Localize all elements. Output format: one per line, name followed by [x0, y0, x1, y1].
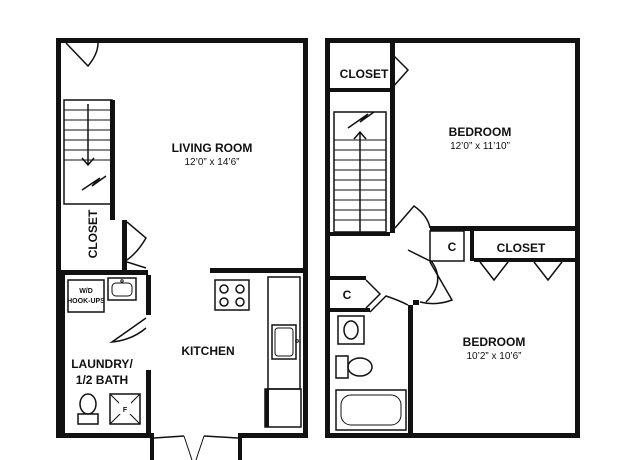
laundry-label-line2: 1/2 BATH: [76, 373, 128, 387]
first-floor-wall-bottom-left: [56, 433, 154, 438]
top-closet-door-icon: [391, 53, 410, 89]
wd-hookup-box: [67, 279, 105, 313]
closet-c2-bottom-wall: [330, 308, 370, 312]
second-floor: CLOSET BEDROOM 12’0” x 11’10” C CLOSET C: [325, 38, 580, 438]
closet-door-icon: [126, 221, 147, 269]
second-floor-wall-right: [575, 38, 580, 438]
living-room-label: LIVING ROOM: [172, 141, 253, 155]
toilet-icon: [77, 393, 99, 425]
front-door-icon: [65, 42, 99, 68]
closet-c1: [429, 230, 465, 262]
bedroom2-door-icon: [419, 261, 454, 305]
closet-c2-label: C: [343, 288, 352, 302]
bedroom1-bottom-wall: [430, 226, 580, 231]
floor-drain-label: F: [123, 407, 128, 414]
closet-wall: [60, 270, 148, 275]
bedroom2-dims: 10’2” x 10’6”: [466, 351, 521, 362]
first-floor-wall-bottom-right: [238, 433, 308, 438]
first-floor-wall-top: [56, 38, 308, 43]
kitchen: KITCHEN: [181, 276, 302, 428]
top-closet-label: CLOSET: [340, 67, 389, 81]
bath-toilet-icon: [335, 355, 373, 379]
bedroom1-dims: 12’0” x 11’10”: [450, 141, 510, 152]
right-closet-bottom-wall: [474, 258, 575, 262]
living-room-dims: 12’0” x 14’6”: [184, 157, 239, 168]
stairs-icon-upper: [333, 111, 387, 233]
closet-c2-door-icon: [365, 279, 382, 309]
closet-c1-label: C: [448, 240, 457, 254]
closet-divider: [122, 220, 127, 270]
stairs-icon: [63, 99, 115, 220]
entry-door-icon: [153, 435, 239, 460]
first-floor-entry-jamb-right: [238, 433, 242, 460]
top-closet-wall: [330, 88, 392, 92]
stove-icon: [214, 279, 250, 311]
laundry-label-line1: LAUNDRY/: [71, 357, 133, 371]
refrigerator-icon: [264, 388, 302, 428]
right-closet-left-wall: [470, 231, 474, 261]
living-room-wall: [210, 268, 308, 273]
bedroom1-door-icon: [394, 204, 431, 229]
bedroom1-label: BEDROOM: [449, 125, 512, 139]
bedroom2-top-wall: [413, 300, 419, 305]
second-floor-wall-left: [325, 38, 330, 438]
bedroom1-left-wall: [390, 43, 395, 233]
wd-label-line2: HOOK-UPS: [67, 298, 105, 305]
kitchen-sink-icon: [271, 324, 299, 360]
second-floor-wall-bottom: [325, 433, 580, 438]
first-floor-wall-right: [303, 38, 308, 438]
wd-label-line1: W/D: [79, 288, 93, 295]
bedroom2-label: BEDROOM: [463, 335, 526, 349]
kitchen-counter: [267, 276, 301, 390]
floor-drain-icon: F: [109, 393, 141, 425]
bath-sink-basin-icon: [343, 320, 359, 340]
bath-door-icon: [369, 295, 409, 313]
first-floor-closet-label: CLOSET: [86, 209, 100, 258]
right-closet-door-icon: [479, 261, 563, 282]
first-floor-wall-left: [56, 38, 61, 438]
bath-sink: [337, 315, 365, 345]
laundry-bath: W/D HOOK-UPS LAUNDRY/ 1/2 BATH F: [60, 270, 151, 435]
right-closet-label: CLOSET: [497, 241, 546, 255]
laundry-door-icon: [109, 317, 147, 344]
first-floor-entry-jamb-left: [150, 433, 154, 460]
second-floor-wall-top: [325, 38, 580, 43]
bath-right-wall: [408, 305, 413, 435]
laundry-sink-icon: [107, 277, 137, 301]
kitchen-label: KITCHEN: [181, 344, 234, 358]
closet-c2-top-wall: [330, 276, 366, 280]
hall-wall: [330, 232, 390, 236]
bathtub-icon: [335, 389, 407, 431]
first-floor: CLOSET LIVING ROOM 12’0” x 14’6” W/D HOO…: [56, 38, 308, 460]
hall-door-icon: [407, 249, 439, 303]
